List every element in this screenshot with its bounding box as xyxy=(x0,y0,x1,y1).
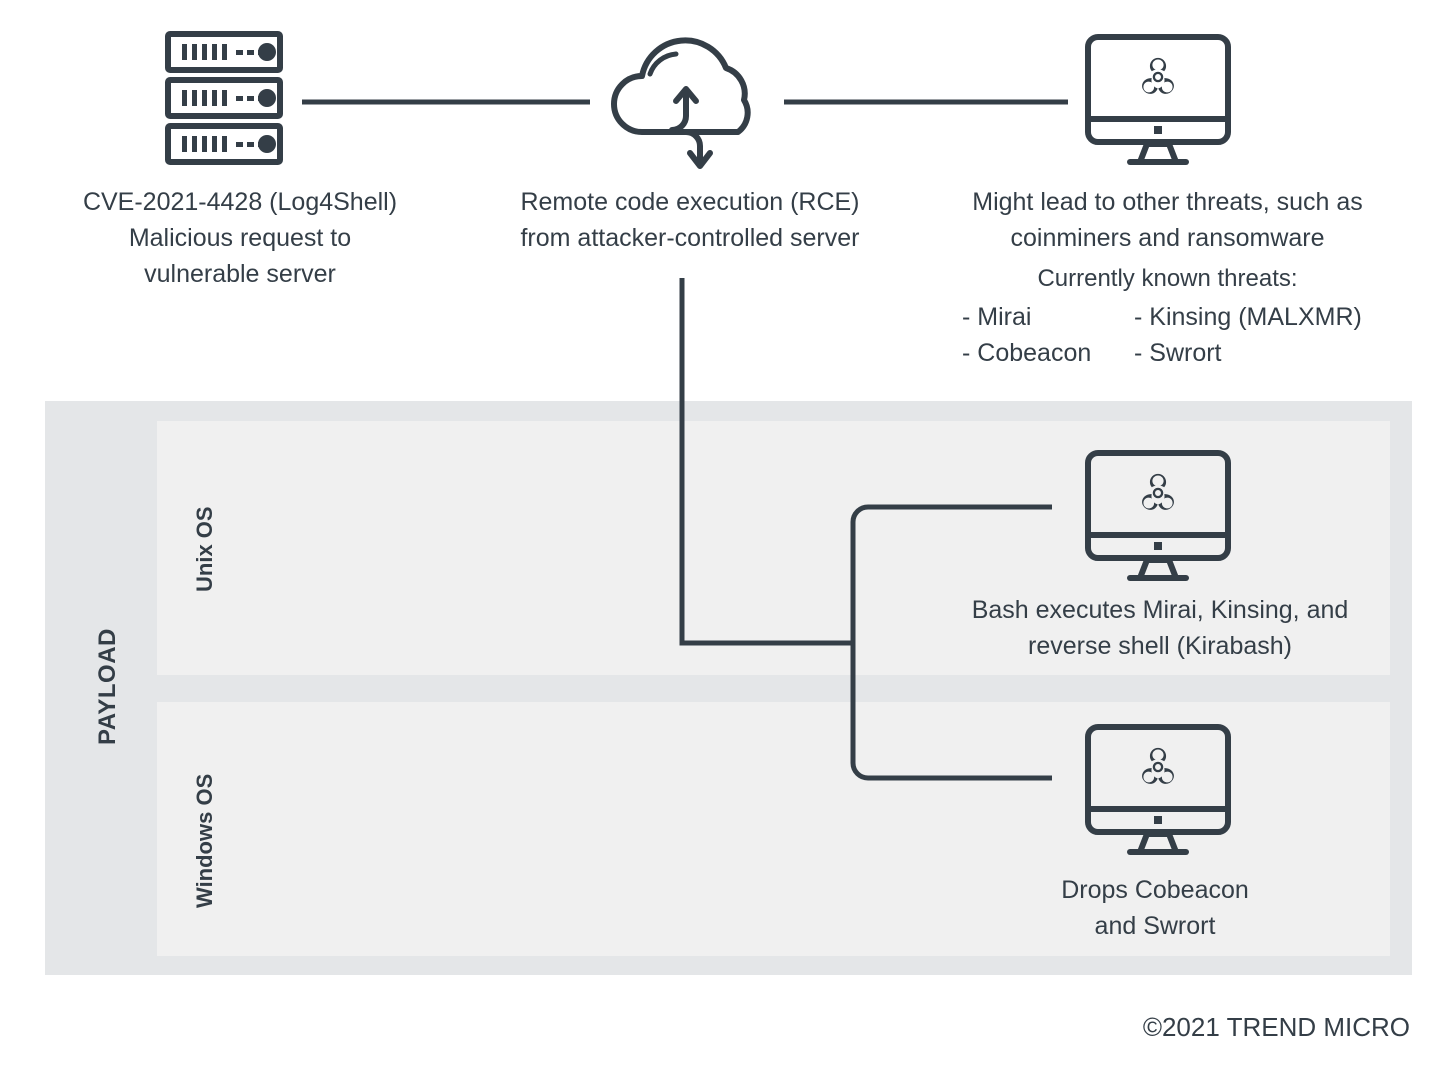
unix-payload-caption: Bash executes Mirai, Kinsing, and revers… xyxy=(971,596,1349,660)
monitor-biohazard-icon xyxy=(1083,32,1233,167)
server-caption: CVE-2021-4428 (Log4Shell) Malicious requ… xyxy=(82,188,398,288)
threat-item: - Cobeacon xyxy=(962,339,1092,367)
known-threats-column-right: - Kinsing (MALXMR) - Swrort xyxy=(1134,299,1394,371)
connector-payload-split xyxy=(850,504,1052,781)
threat-item: - Kinsing (MALXMR) xyxy=(1134,303,1362,331)
threat-item: - Mirai xyxy=(962,303,1032,331)
connector-cloud-down-to-payload xyxy=(679,278,853,646)
unix-os-panel xyxy=(157,421,1390,675)
known-threats-list: - Mirai - Cobeacon - Kinsing (MALXMR) - … xyxy=(962,299,1402,371)
server-rack-icon xyxy=(160,30,288,170)
known-threats-heading: Currently known threats: xyxy=(1037,265,1298,292)
cloud-caption: Remote code execution (RCE) from attacke… xyxy=(520,188,860,252)
monitor-biohazard-icon xyxy=(1083,722,1233,857)
known-threats-column-left: - Mirai - Cobeacon xyxy=(962,299,1134,371)
cloud-bidirectional-arrow-icon xyxy=(598,28,774,178)
windows-payload-caption: Drops Cobeacon and Swrort xyxy=(1061,876,1249,940)
threats-caption: Might lead to other threats, such as coi… xyxy=(972,188,1363,252)
copyright-text: ©2021 TREND MICRO xyxy=(1142,1012,1410,1042)
threat-item: - Swrort xyxy=(1134,339,1222,367)
monitor-biohazard-icon xyxy=(1083,448,1233,583)
